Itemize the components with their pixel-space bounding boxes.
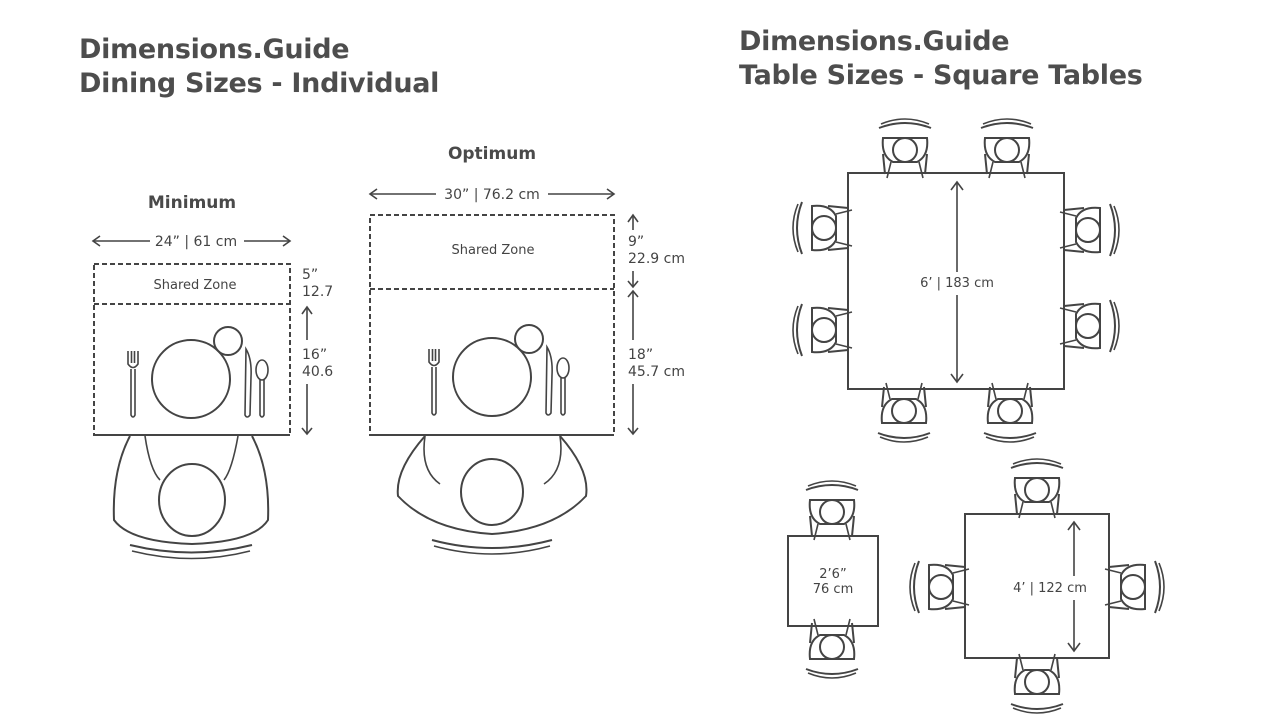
- large-table-seat-top-right: [980, 118, 1034, 179]
- minimum-heading: Minimum: [148, 193, 236, 213]
- left-title-line1: Dimensions.Guide: [79, 34, 350, 65]
- small-table-size-in: 2’6”: [819, 567, 846, 582]
- left-title-line2: Dining Sizes - Individual: [79, 68, 440, 99]
- medium-table-seat-left: [909, 560, 970, 614]
- large-square-table: 6’ | 183 cm: [792, 118, 1120, 443]
- medium-table-seat-bottom: [1010, 653, 1064, 714]
- minimum-shared-zone-label: Shared Zone: [154, 278, 237, 293]
- small-table-seat-bottom: [805, 618, 859, 679]
- optimum-place-setting: [428, 324, 570, 417]
- optimum-depth-dimensions: 9” 22.9 cm 18” 45.7 cm: [627, 213, 685, 436]
- small-square-table: 2’6” 76 cm: [787, 480, 879, 679]
- right-title-line2: Table Sizes - Square Tables: [739, 60, 1143, 91]
- optimum-width-label: 30” | 76.2 cm: [444, 187, 540, 203]
- minimum-zone-depth-cm: 12.7: [302, 284, 333, 300]
- optimum-place-area: Shared Zone: [369, 214, 615, 436]
- large-table-seat-right-top: [1059, 203, 1120, 257]
- medium-table-seat-right: [1104, 560, 1165, 614]
- large-table-seat-top-left: [878, 118, 932, 179]
- medium-square-table: 4’ | 122 cm: [909, 458, 1165, 714]
- optimum-shared-zone-label: Shared Zone: [452, 243, 535, 258]
- optimum-zone-depth-cm: 22.9 cm: [628, 251, 685, 267]
- medium-table-seat-top: [1010, 458, 1064, 519]
- optimum-diner: [396, 435, 588, 555]
- small-table-size-cm: 76 cm: [813, 582, 854, 597]
- optimum-place-depth-cm: 45.7 cm: [628, 364, 685, 380]
- optimum-width-dimension: 30” | 76.2 cm: [368, 187, 616, 203]
- left-title: Dimensions.Guide Dining Sizes - Individu…: [79, 33, 439, 101]
- medium-table-size-label: 4’ | 122 cm: [1013, 581, 1087, 596]
- large-table-seat-bottom-right: [983, 382, 1037, 443]
- minimum-place-area: Shared Zone: [93, 263, 291, 436]
- minimum-diner: [112, 435, 270, 560]
- large-table-seat-right-bottom: [1059, 299, 1120, 353]
- optimum-place-depth-in: 18”: [628, 347, 653, 363]
- optimum-zone-depth-in: 9”: [628, 234, 644, 250]
- large-table-seat-left-top: [792, 201, 853, 255]
- right-title: Dimensions.Guide Table Sizes - Square Ta…: [739, 25, 1143, 93]
- minimum-zone-depth-in: 5”: [302, 267, 318, 283]
- minimum-depth-dimensions: 5” 12.7 16” 40.6: [301, 267, 333, 436]
- minimum-place-depth-cm: 40.6: [302, 364, 333, 380]
- large-table-size-label: 6’ | 183 cm: [920, 276, 994, 291]
- large-table-seat-left-bottom: [792, 303, 853, 357]
- right-title-line1: Dimensions.Guide: [739, 26, 1010, 57]
- optimum-heading: Optimum: [448, 144, 536, 164]
- minimum-place-depth-in: 16”: [302, 347, 327, 363]
- large-table-seat-bottom-left: [877, 382, 931, 443]
- small-table-seat-top: [805, 480, 859, 541]
- minimum-width-dimension: 24” | 61 cm: [91, 234, 292, 250]
- minimum-width-label: 24” | 61 cm: [155, 234, 237, 250]
- minimum-place-setting: [127, 326, 269, 419]
